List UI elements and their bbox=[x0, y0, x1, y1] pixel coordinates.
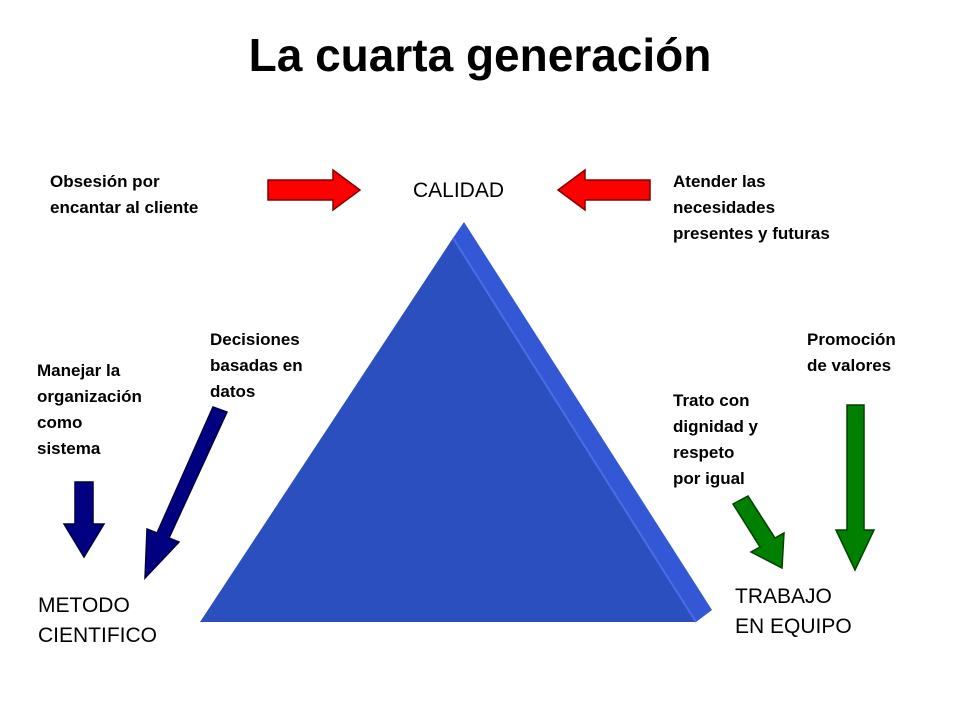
note-promocion: Promoción de valores bbox=[807, 330, 896, 375]
navy-arrow-diagonal bbox=[144, 406, 229, 580]
note-obsesion: Obsesión por encantar al cliente bbox=[50, 172, 199, 217]
vertex-calidad: CALIDAD bbox=[413, 179, 505, 202]
note-manejar: Manejar la organización como sistema bbox=[37, 361, 142, 458]
note-decisiones: Decisiones basadas en datos bbox=[210, 330, 303, 401]
vertex-metodo-cientifico: METODO CIENTIFICO bbox=[38, 594, 157, 647]
pyramid-side-face bbox=[453, 222, 712, 622]
pyramid-front-face bbox=[200, 238, 696, 622]
note-atender: Atender las necesidades presentes y futu… bbox=[673, 172, 830, 243]
vertex-trabajo-en-equipo: TRABAJO EN EQUIPO bbox=[735, 585, 852, 638]
navy-arrow-down bbox=[62, 481, 106, 559]
red-arrow-right bbox=[267, 168, 362, 212]
pyramid-edge bbox=[452, 237, 697, 623]
green-arrow-diagonal bbox=[731, 495, 785, 570]
note-trato: Trato con dignidad y respeto por igual bbox=[673, 391, 758, 488]
red-arrow-left bbox=[556, 168, 651, 212]
green-arrow-down bbox=[834, 404, 876, 572]
page-title: La cuarta generación bbox=[248, 29, 712, 81]
